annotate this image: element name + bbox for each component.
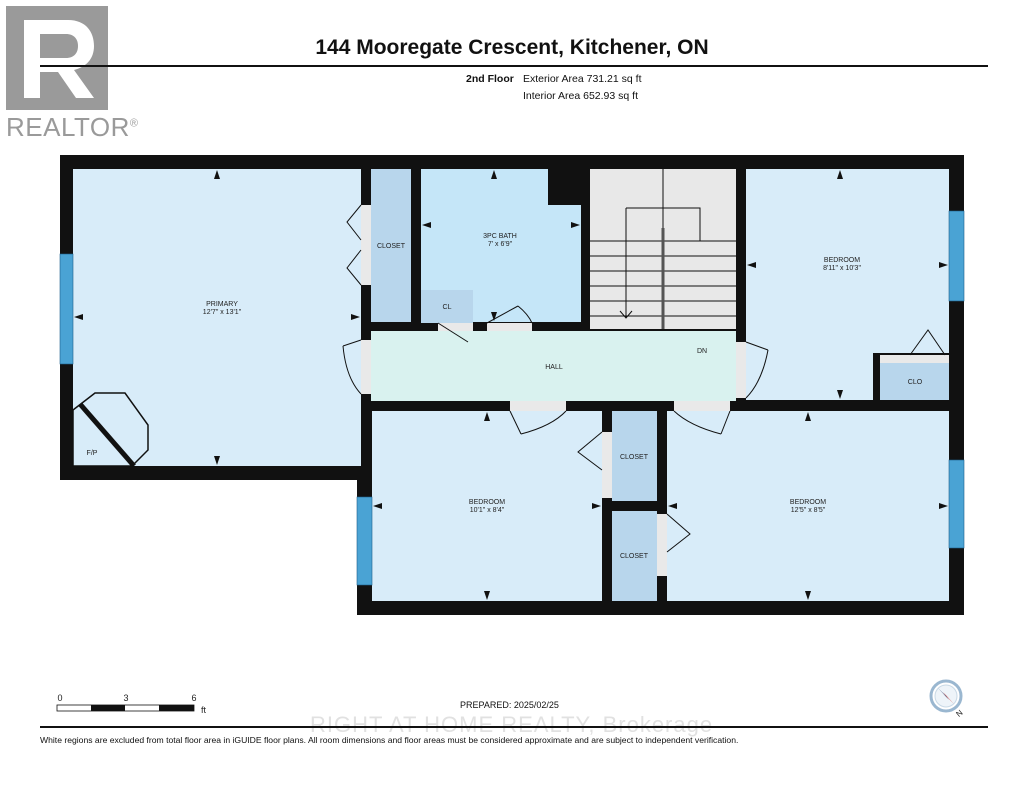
scale-tick-0: 0 bbox=[57, 693, 62, 703]
bedroom-se-room bbox=[667, 411, 949, 601]
realtor-wordmark: REALTOR® bbox=[6, 112, 139, 142]
closet-primary-label: CLOSET bbox=[377, 243, 406, 250]
bedroom-ne-label: BEDROOM bbox=[824, 257, 860, 264]
header-rule bbox=[40, 65, 988, 67]
closet-mid-top-label: CLOSET bbox=[620, 454, 649, 461]
disclaimer-text: White regions are excluded from total fl… bbox=[40, 735, 739, 745]
closet-mid-top bbox=[612, 411, 657, 501]
windows bbox=[59, 210, 965, 586]
window-bedroom-se bbox=[948, 459, 965, 549]
exterior-area: Exterior Area 731.21 sq ft bbox=[523, 73, 642, 85]
fireplace bbox=[72, 392, 149, 468]
realtor-r-mark-icon bbox=[6, 6, 108, 110]
primary-label: PRIMARY bbox=[206, 301, 238, 308]
bath-dims: 7' x 6'9" bbox=[488, 241, 513, 248]
closet-mid-bottom-label: CLOSET bbox=[620, 553, 649, 560]
bedroom-se-dims: 12'5" x 8'5" bbox=[791, 507, 826, 514]
primary-dims: 12'7" x 13'1" bbox=[203, 309, 242, 316]
window-primary bbox=[59, 253, 74, 365]
bedroom-ne-dims: 8'11" x 10'3" bbox=[823, 265, 861, 272]
dimension-arrows bbox=[74, 170, 948, 600]
bath-label: 3PC BATH bbox=[483, 233, 517, 240]
bedroom-sw-label: BEDROOM bbox=[469, 499, 505, 506]
prepared-date: PREPARED: 2025/02/25 bbox=[460, 700, 559, 710]
scale-tick-6: 6 bbox=[191, 693, 196, 703]
property-address: 144 Mooregate Crescent, Kitchener, ON bbox=[315, 36, 709, 59]
clo-label: CLO bbox=[908, 379, 923, 386]
bedroom-se-label: BEDROOM bbox=[790, 499, 826, 506]
room-fills bbox=[73, 169, 949, 601]
doors bbox=[342, 204, 949, 576]
compass-icon: N bbox=[929, 679, 965, 719]
closet-mid-bottom bbox=[612, 511, 657, 601]
compass-north-label: N bbox=[954, 708, 964, 719]
bedroom-sw-dims: 10'1" x 8'4" bbox=[470, 507, 505, 514]
scale-bar: 0 3 6 ft bbox=[56, 693, 207, 715]
staircase bbox=[590, 169, 736, 329]
scale-unit: ft bbox=[201, 705, 207, 715]
hall-label: HALL bbox=[545, 364, 563, 371]
bath-room bbox=[421, 169, 581, 322]
room-labels: PRIMARY 12'7" x 13'1" CLOSET 3PC BATH 7'… bbox=[87, 233, 923, 560]
bedroom-ne-room bbox=[746, 169, 949, 400]
dn-label: DN bbox=[697, 348, 707, 355]
hall-room bbox=[371, 331, 736, 401]
cl-closet bbox=[421, 290, 473, 323]
scale-tick-3: 3 bbox=[123, 693, 128, 703]
footer-rule bbox=[40, 726, 988, 728]
fp-label: F/P bbox=[87, 450, 98, 457]
interior-area: Interior Area 652.93 sq ft bbox=[523, 90, 638, 102]
brokerage-watermark: RIGHT AT HOME REALTY, Brokerage bbox=[310, 712, 714, 737]
window-bedroom-sw bbox=[356, 496, 373, 586]
floor-label: 2nd Floor bbox=[466, 73, 514, 85]
window-bedroom-ne bbox=[948, 210, 965, 302]
clo-closet bbox=[880, 363, 949, 400]
realtor-logo: REALTOR® bbox=[6, 6, 138, 142]
cl-label: CL bbox=[443, 304, 452, 311]
closet-primary bbox=[371, 169, 411, 322]
bedroom-sw-room bbox=[372, 411, 602, 601]
